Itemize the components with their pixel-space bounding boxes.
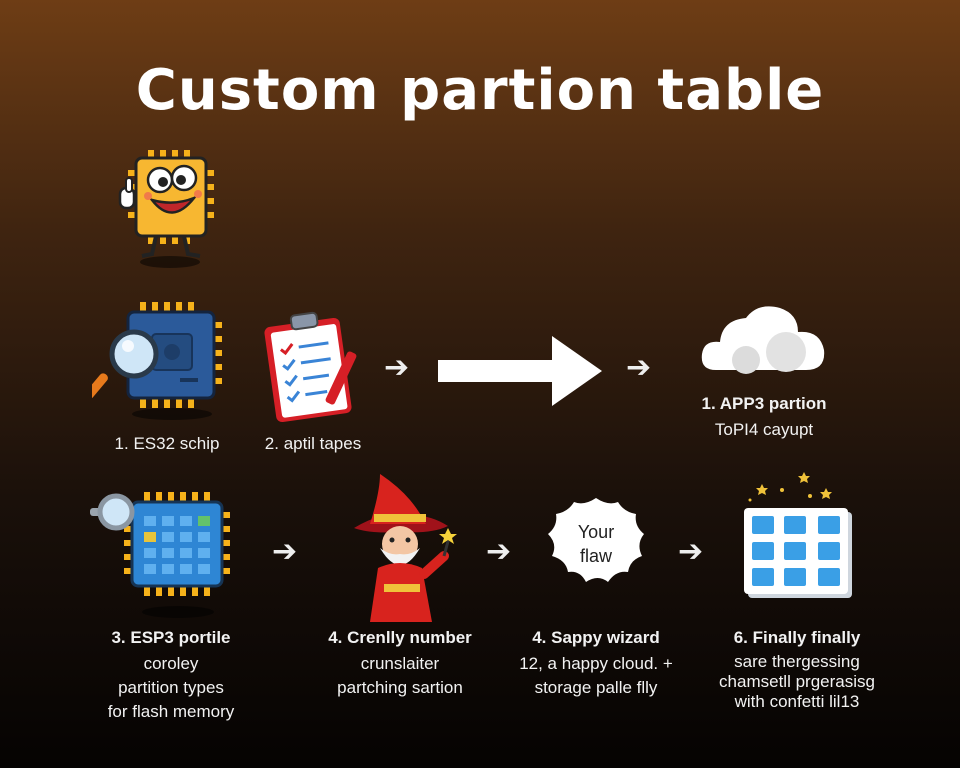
arrow-right-icon: ➔ [272, 535, 298, 568]
step-number-line: partching sartion [337, 678, 463, 697]
step-app-title: 1. APP3 partion [701, 394, 827, 413]
step-number: 4. Crenlly number crunslaiter partching … [318, 626, 482, 700]
chip-mascot-icon [112, 148, 222, 270]
chip-magnifier-icon [92, 300, 232, 420]
step-app-partition: 1. APP3 partion ToPI4 cayupt [672, 392, 856, 442]
page-title: Custom partion table [135, 58, 825, 123]
bubble-line: flaw [579, 546, 612, 566]
step-esp3-title: 3. ESP3 portile [111, 628, 231, 647]
partition-grid-icon [738, 470, 858, 600]
step-wizard: 4. Sappy wizard 12, a happy cloud. + sto… [506, 626, 686, 700]
arrow-right-icon: ➔ [384, 351, 410, 384]
step-number-title: 4. Crenlly number [328, 628, 472, 647]
arrow-right-icon: ➔ [626, 351, 652, 384]
chip-grid-icon [88, 486, 238, 618]
step-number-line: crunslaiter [360, 654, 440, 673]
clipboard-checklist-icon [262, 310, 362, 426]
step-wizard-line: storage palle flly [534, 678, 658, 697]
step-esp3-line: for flash memory [107, 702, 235, 721]
cloud-icon [698, 300, 828, 374]
step-wizard-title: 4. Sappy wizard [532, 628, 660, 647]
step-app-subtitle: ToPI4 cayupt [714, 420, 814, 439]
step-esp3-line: coroley [143, 654, 199, 673]
step-finally-line: chamsetll prgerasisg [719, 672, 875, 691]
speech-bubble-icon [546, 496, 646, 590]
step-esp3: 3. ESP3 portile coroley partition types … [86, 626, 256, 724]
step-finally-line: sare thergessing [734, 652, 860, 671]
bubble-line: Your [577, 522, 615, 542]
big-arrow-right-icon [436, 334, 606, 408]
step-finally: 6. Finally finally sare thergessing cham… [704, 626, 890, 712]
bubble-text: Your flaw [546, 520, 646, 568]
arrow-right-icon: ➔ [678, 535, 704, 568]
step-wizard-line: 12, a happy cloud. + [519, 654, 673, 673]
step1-label: 1. ES32 schip [114, 434, 220, 453]
step-finally-title: 6. Finally finally [733, 628, 861, 647]
wizard-icon [340, 472, 460, 622]
step-esp3-line: partition types [118, 678, 224, 697]
step-finally-line: with confetti lil13 [734, 692, 860, 711]
arrow-right-icon: ➔ [486, 535, 512, 568]
step2-label: 2. aptil tapes [264, 434, 362, 453]
